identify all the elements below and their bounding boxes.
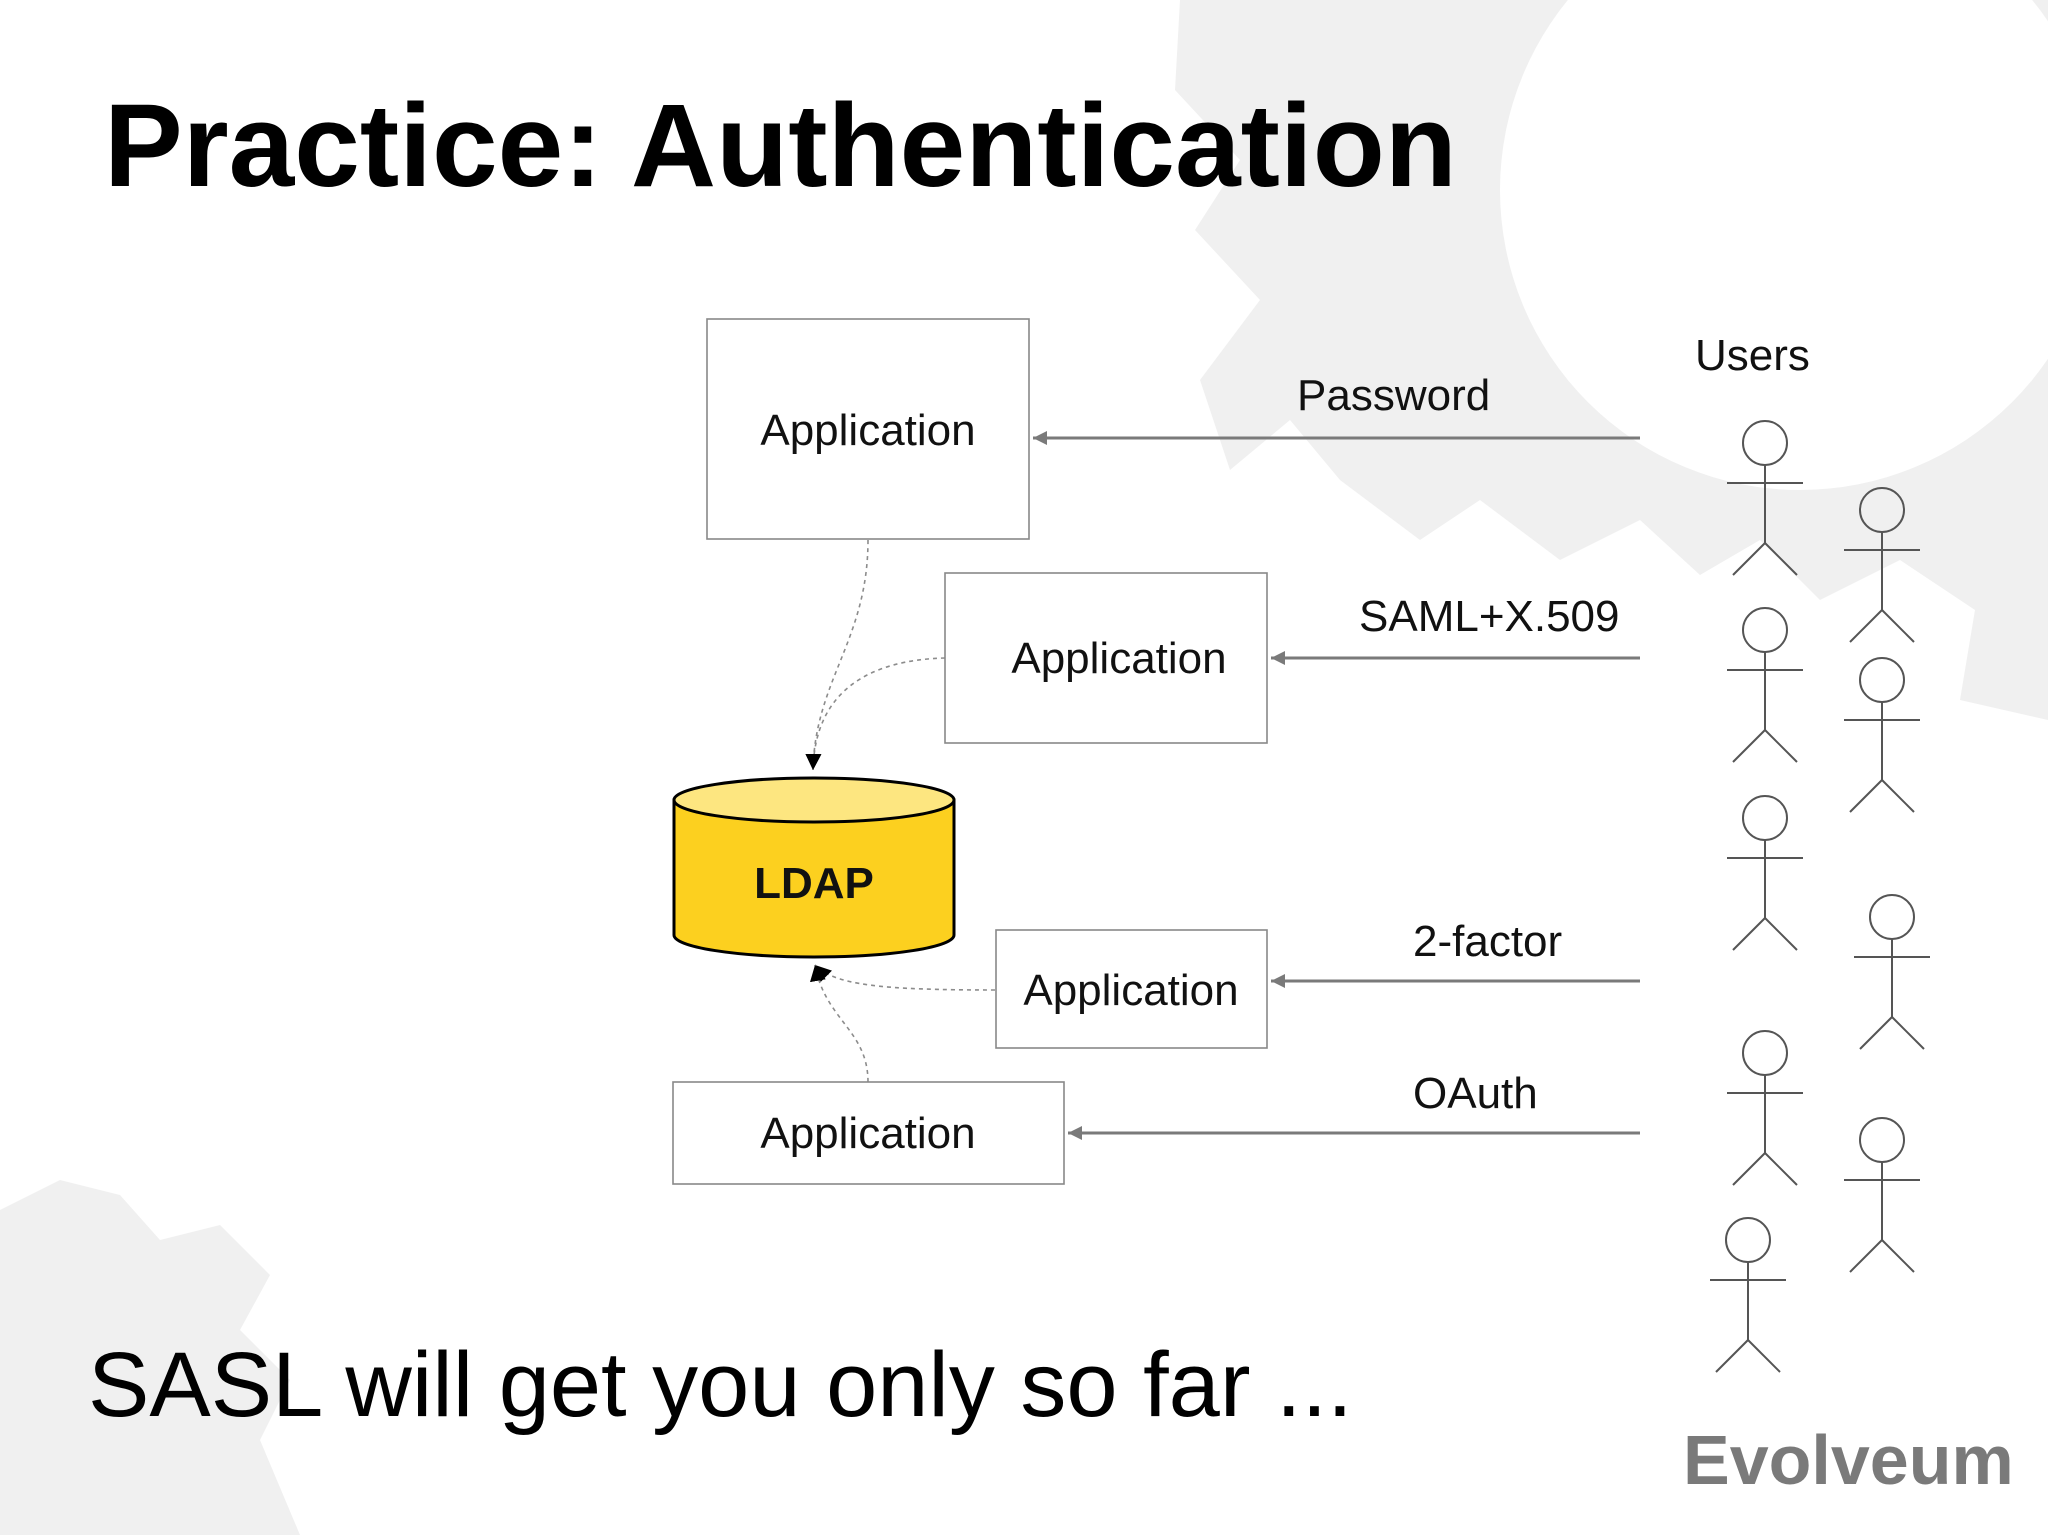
slide-subtitle: SASL will get you only so far ... xyxy=(88,1334,1353,1436)
user-9-icon xyxy=(1710,1217,1786,1373)
application-box-1 xyxy=(706,318,1030,540)
application-label-4: Application xyxy=(760,1109,975,1158)
slide-title: Practice: Authentication xyxy=(104,80,1457,212)
user-6-icon xyxy=(1854,894,1930,1050)
user-3-icon xyxy=(1727,607,1803,763)
saml-label: SAML+X.509 xyxy=(1359,592,1620,641)
user-4-icon xyxy=(1844,657,1920,813)
evolveum-logo: Evolveum xyxy=(1683,1421,2014,1499)
application-label-3: Application xyxy=(1023,966,1238,1015)
user-5-icon xyxy=(1727,795,1803,951)
connector-app-2 xyxy=(805,657,946,771)
user-1-icon xyxy=(1727,420,1803,576)
ldap-connectors xyxy=(805,539,996,1083)
connector-app-4 xyxy=(810,964,869,1083)
auth-method-labels: Password SAML+X.509 2-factor OAuth xyxy=(1297,371,1620,1118)
user-8-icon xyxy=(1844,1117,1920,1273)
ldap-cylinder-top xyxy=(672,776,956,824)
oauth-label: OAuth xyxy=(1413,1069,1538,1118)
auth-arrows xyxy=(1033,431,1640,1140)
connector-app-1 xyxy=(805,539,869,771)
ldap-cylinder-body xyxy=(672,798,956,959)
application-label-2: Application xyxy=(1011,634,1226,683)
application-boxes xyxy=(672,318,1268,1185)
application-box-2 xyxy=(944,572,1268,744)
connector-app-3 xyxy=(814,964,996,991)
application-box-3 xyxy=(995,929,1268,1049)
application-label-1: Application xyxy=(760,406,975,455)
user-7-icon xyxy=(1727,1030,1803,1186)
application-labels: Application Application Application Appl… xyxy=(760,406,1238,1158)
users-label: Users xyxy=(1695,331,1810,380)
user-2-icon xyxy=(1844,487,1920,643)
users-group xyxy=(1710,420,1930,1373)
ldap-database: LDAP xyxy=(672,776,956,959)
application-box-4 xyxy=(672,1081,1065,1185)
ldap-label: LDAP xyxy=(754,859,874,908)
password-label: Password xyxy=(1297,371,1490,420)
two-factor-label: 2-factor xyxy=(1413,917,1562,966)
